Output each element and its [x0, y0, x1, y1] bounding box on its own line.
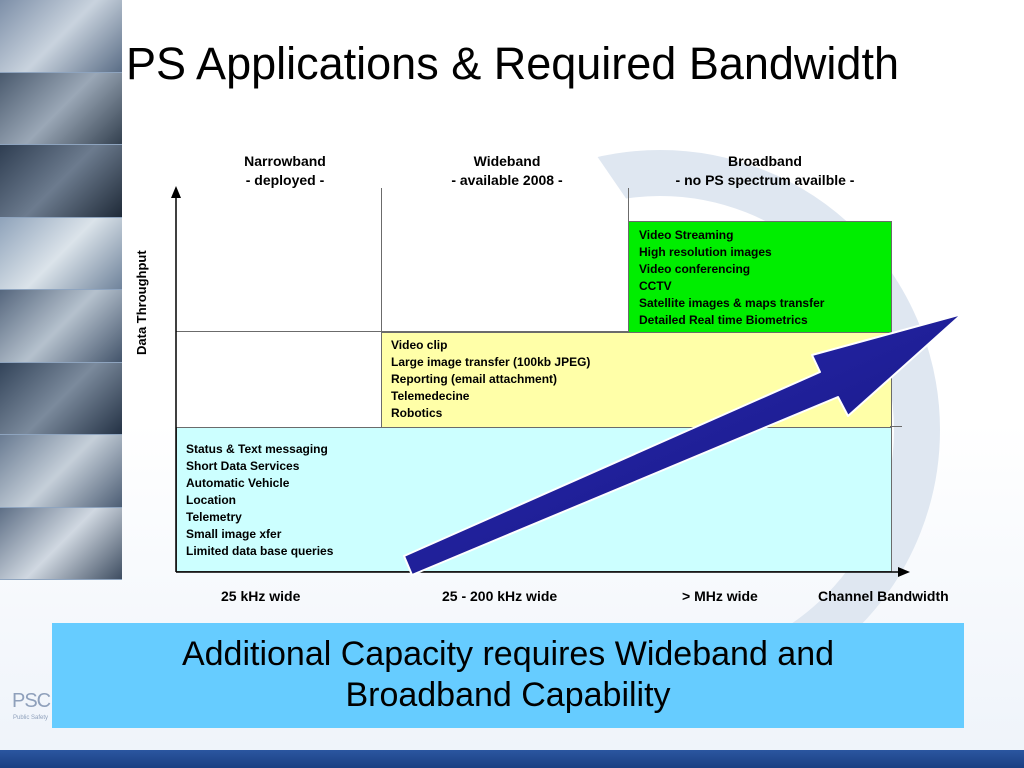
band-tick [890, 426, 902, 427]
caption-line-1: Additional Capacity requires Wideband an… [181, 635, 835, 673]
list-item: Satellite images & maps transfer [639, 296, 825, 310]
column-header-narrowband: Narrowband - deployed - [205, 152, 365, 190]
row-divider [176, 331, 629, 332]
list-item: Reporting (email attachment) [391, 372, 558, 386]
photo-strip [0, 0, 122, 580]
column-name: Wideband [473, 153, 541, 169]
list-item: Robotics [391, 406, 443, 420]
column-status: - no PS spectrum availble - [675, 172, 855, 188]
x-tick-label: > MHz wide [682, 588, 758, 604]
x-tick-label: 25 kHz wide [221, 588, 301, 604]
list-item: Short Data Services [186, 459, 300, 473]
list-item: Video clip [391, 338, 448, 352]
caption-box: Additional Capacity requires Wideband an… [52, 623, 964, 728]
column-header-wideband: Wideband - available 2008 - [422, 152, 592, 190]
slide-title: PS Applications & Required Bandwidth [126, 38, 899, 89]
broadband-applications: Video Streaming High resolution images V… [639, 227, 824, 329]
list-item: High resolution images [639, 245, 772, 259]
photo-firefighters [0, 145, 122, 218]
x-axis [176, 567, 910, 577]
list-item: Detailed Real time Biometrics [639, 313, 808, 327]
photo-rescue-workers [0, 72, 122, 145]
column-name: Broadband [728, 153, 802, 169]
column-name: Narrowband [244, 153, 326, 169]
footer-bar [0, 750, 1024, 768]
psc-logo-subtitle: Public Safety [13, 715, 49, 721]
photo-emergency-responders [0, 0, 122, 73]
list-item: Video Streaming [639, 228, 734, 242]
list-item: CCTV [639, 279, 672, 293]
y-axis [171, 186, 181, 572]
photo-smoke-stacks [0, 362, 122, 435]
column-status: - available 2008 - [451, 172, 563, 188]
list-item: Telemetry [186, 510, 242, 524]
photo-flood [0, 290, 122, 363]
narrowband-applications: Status & Text messaging Short Data Servi… [186, 441, 333, 560]
column-status: - deployed - [245, 172, 325, 188]
psc-logo: PSC [12, 690, 51, 712]
photo-officers [0, 507, 122, 580]
list-item: Telemedecine [391, 389, 470, 403]
x-axis-label: Channel Bandwidth [818, 588, 949, 604]
photo-landscape [0, 217, 122, 290]
list-item: Status & Text messaging [186, 442, 328, 456]
caption-line-2: Broadband Capability [345, 676, 671, 714]
list-item: Large image transfer (100kb JPEG) [391, 355, 591, 369]
list-item: Automatic Vehicle [186, 476, 290, 490]
column-header-broadband: Broadband - no PS spectrum availble - [640, 152, 890, 190]
photo-computer-terminal [0, 435, 122, 508]
broadband-band [628, 221, 892, 333]
list-item: Location [186, 493, 236, 507]
growth-arrow [403, 313, 963, 576]
wideband-applications: Video clip Large image transfer (100kb J… [391, 337, 590, 422]
list-item: Video conferencing [639, 262, 751, 276]
x-tick-label: 25 - 200 kHz wide [442, 588, 558, 604]
list-item: Limited data base queries [186, 544, 334, 558]
list-item: Small image xfer [186, 527, 282, 541]
